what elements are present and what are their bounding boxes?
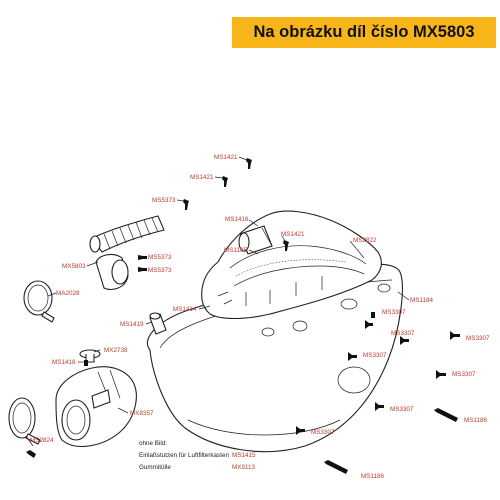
- legend-without-picture: ohne Bild: Einlaßstutzen für Luftfilterk…: [139, 440, 256, 471]
- screws: [26, 158, 460, 474]
- label-ms3307: MS3307: [452, 371, 476, 378]
- clamp-ring-bottom: [8, 397, 41, 445]
- label-ms1418: MS1418: [52, 359, 76, 366]
- label-ms1421: MS1421: [190, 174, 214, 181]
- label-ms1419: MS1419: [120, 321, 144, 328]
- label-mx2738: MX2738: [104, 347, 128, 354]
- label-ms1414: MS1414: [173, 306, 197, 313]
- label-ms1184: MS1184: [410, 297, 433, 304]
- intake-adapter: [55, 366, 137, 447]
- snorkel-hose: [89, 215, 165, 291]
- label-ms3307: MS3307: [390, 406, 414, 413]
- rubber-bushing: [149, 312, 167, 335]
- clamp-ring-top: [23, 280, 55, 323]
- part-labels: MS1421 MS1421 MS5373 MS1416 MS1421 MS282…: [30, 154, 490, 480]
- legend-row-code: MS1415: [232, 452, 256, 459]
- label-ms2822: MS2822: [353, 237, 377, 244]
- leader-lines: [25, 156, 410, 447]
- label-ms1186: MS1186: [361, 473, 384, 480]
- label-ms5373: MS5373: [152, 197, 176, 204]
- label-ms1186: MS1186: [464, 417, 487, 424]
- label-mx5803: MX5803: [62, 263, 86, 270]
- label-ms3307: MS3307: [363, 352, 387, 359]
- label-ms5373: MS5373: [148, 254, 172, 261]
- label-ms3307: MS3307: [382, 309, 406, 316]
- title-banner: Na obrázku díl číslo MX5803: [232, 17, 496, 48]
- label-ms1185: MS1185: [224, 247, 247, 254]
- label-mx8357: MX8357: [130, 410, 154, 417]
- page-title: Na obrázku díl číslo MX5803: [253, 23, 475, 41]
- legend-row-code: MX9113: [232, 464, 255, 471]
- label-ms3307: MS3307: [466, 335, 490, 342]
- legend-row-text: Einlaßstutzen für Luftfilterkasten: [139, 452, 229, 459]
- label-ms3307: MS3307: [311, 429, 335, 436]
- legend-heading: ohne Bild:: [139, 440, 167, 447]
- label-ms1421: MS1421: [281, 231, 305, 238]
- label-ms1416: MS1416: [225, 216, 249, 223]
- legend-row-text: Gummitülle: [139, 464, 171, 471]
- plug-cap: [79, 349, 101, 363]
- label-ms1421: MS1421: [214, 154, 238, 161]
- label-ms5373: MS5373: [148, 267, 172, 274]
- label-ma2028: MA2028: [56, 290, 80, 297]
- intake-horn: [238, 225, 273, 255]
- label-ms2824: MS2824: [30, 437, 54, 444]
- label-ms3307: MS3307: [391, 330, 415, 337]
